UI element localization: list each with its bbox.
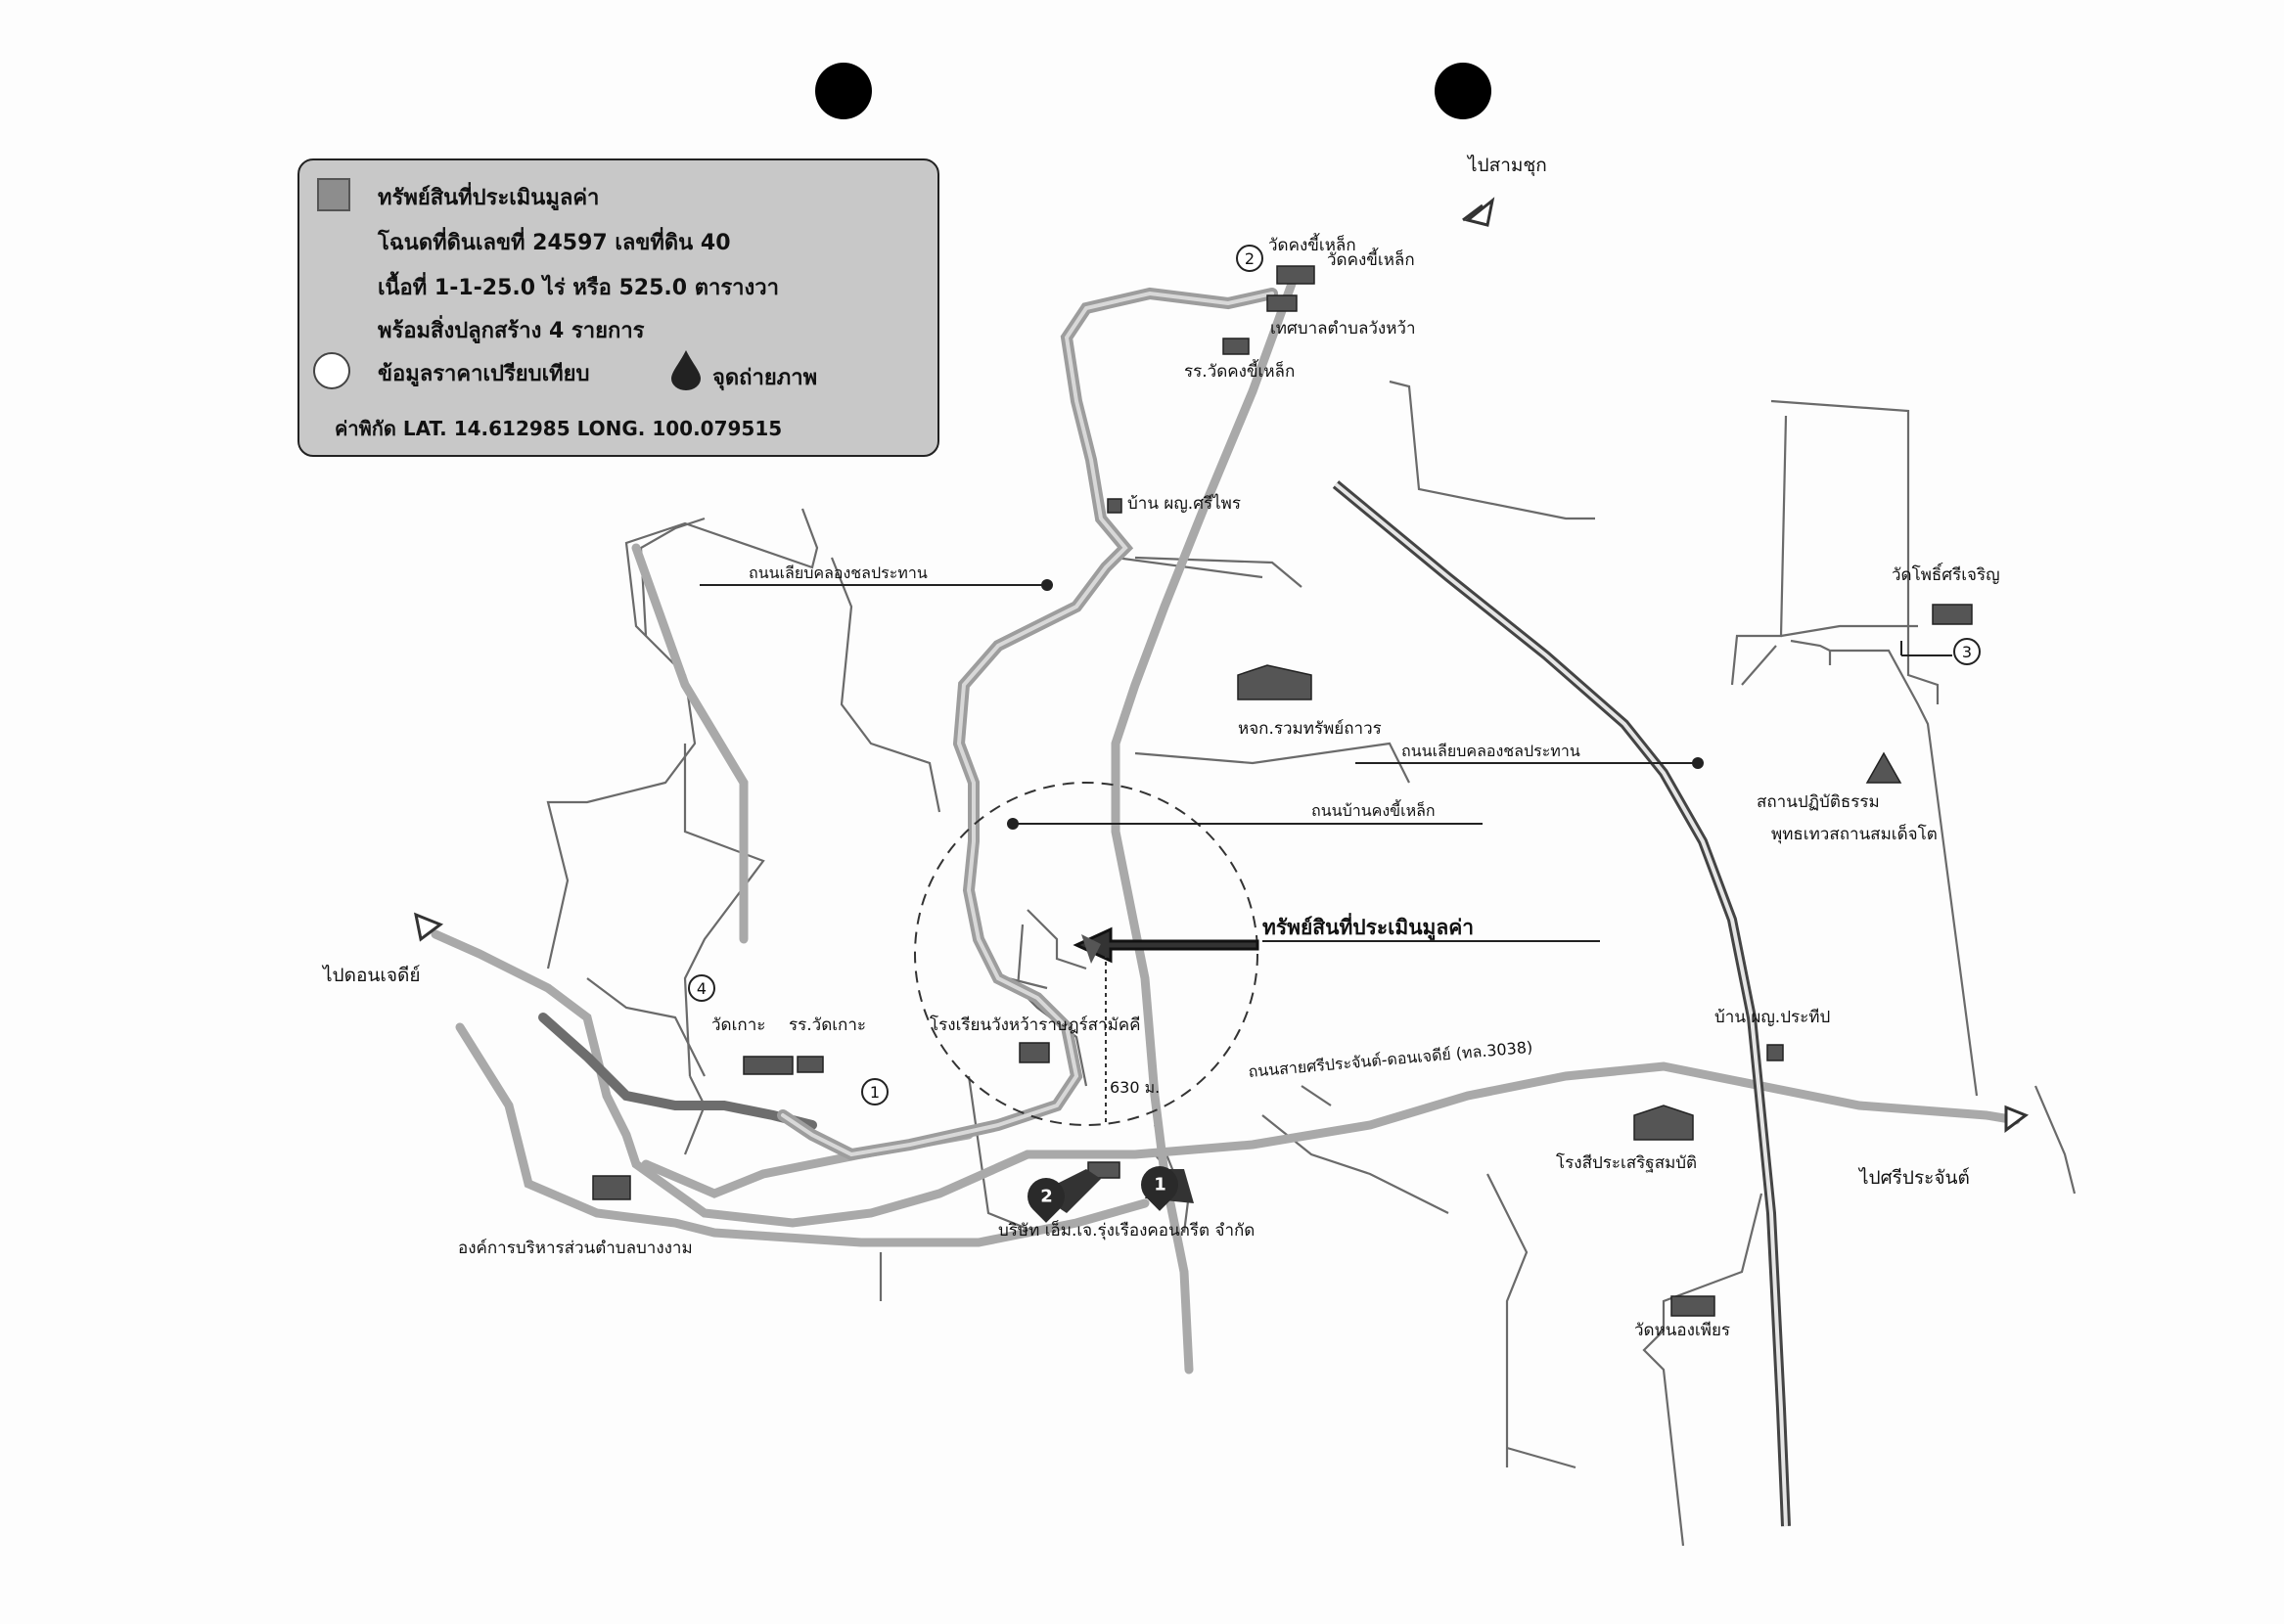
local-road [1780,624,1918,638]
local-road [830,557,941,813]
label-meditation-1: สถานปฏิบัติธรรม [1757,792,1880,812]
label-subject-callout: ทรัพย์สินที่ประเมินมูลค่า [1262,916,1475,939]
local-road [586,977,706,1077]
local-road [1389,380,1595,520]
house-icon-sriphrai [1107,498,1122,514]
punch-hole-right [1435,63,1491,119]
subject-legend-swatch [317,178,350,211]
label-wat-nong-phiat: วัดหนองเพียร [1634,1321,1731,1340]
local-road [683,1075,707,1155]
label-canal-road-1: ถนนเลียบคลองชลประทาน [749,564,928,582]
label-distance: 630 ม. [1110,1078,1161,1097]
school-khong-icon [1222,338,1250,355]
comparison-marker-3: 3 [1953,638,1981,665]
label-wat-pho-sri: วัดโพธิ์ศรีเจริญ [1892,565,2000,585]
wat-ko-icon [743,1056,794,1075]
photo-point-number: 1 [1153,1174,1166,1195]
wat-nong-phiat-icon [1670,1295,1715,1317]
label-school-khong-khilek: รร.วัดคงขี้เหล็ก [1184,362,1296,382]
punch-hole-left [815,63,872,119]
legend-comparison: ข้อมูลราคาเปรียบเทียบ [378,362,590,386]
label-to-samchuk: ไปสามชุก [1468,155,1547,176]
label-wat-khong-khilek-2: วัดคงขี้เหล็ก [1327,250,1415,270]
buddha-statue-icon [1865,751,1902,784]
local-road [1790,639,1979,1097]
label-warehouse: หจก.รวมทรัพย์ถาวร [1238,719,1382,739]
road-west-left [455,1022,1150,1247]
subject-marker [1081,934,1101,964]
label-ban-prathip: บ้าน ผญ.ประทีป [1714,1008,1831,1027]
arrow-to-don-chedi [413,912,444,942]
road-to-don-chedi [431,929,2021,1228]
comparison-marker-4: 4 [688,974,715,1002]
local-road [967,1075,1038,1235]
municipality-icon [1266,294,1298,312]
local-road [1016,924,1088,1087]
label-wat-ko: วัดเกาะ [711,1015,766,1035]
comparison-marker-1: 1 [861,1078,889,1105]
label-company: บริษัท เอ็ม.เจ.รุ่งเรืองคอนกรีต จำกัด [998,1221,1256,1241]
label-meditation-2: พุทธเทวสถานสมเด็จโต [1771,825,1938,844]
local-road [1115,556,1263,579]
legend-area: เนื้อที่ 1-1-25.0 ไร่ หรือ 525.0 ตารางวา [378,276,779,300]
radius-circle [914,782,1258,1126]
comparison-legend-icon [313,352,350,389]
legend-deed: โฉนดที่ดินเลขที่ 24597 เลขที่ดิน 40 [378,231,731,255]
label-school-wat-ko: รร.วัดเกาะ [789,1015,867,1035]
label-to-si-prachan: ไปศรีประจันต์ [1859,1167,1970,1189]
legend-buildings: พร้อมสิ่งปลูกสร้าง 4 รายการ [378,319,645,343]
photo-point-icon [671,350,701,390]
arrow-to-samchuk [1464,197,1495,227]
label-road-khong-khilek: ถนนบ้านคงขี้เหล็ก [1311,801,1436,820]
local-road [1642,1193,1763,1547]
legend-box: ทรัพย์สินที่ประเมินมูลค่า โฉนดที่ดินเลขท… [297,158,939,457]
local-road [1506,1446,1576,1469]
road-loop-west [631,543,749,944]
comparison-marker-2: 2 [1236,245,1263,272]
rice-mill-icon [1633,1105,1694,1141]
label-ban-sriphrai: บ้าน ผญ.ศรีไพร [1127,494,1242,514]
wat-pho-sri-icon [1932,604,1973,625]
school-wat-ko-icon [797,1056,824,1073]
local-road [1741,645,1777,686]
local-road [683,744,765,1077]
label-canal-road-2: ถนนเลียบคลองชลประทาน [1401,742,1580,760]
label-school-wangwa: โรงเรียนวังหว้าราษฎร์สามัคคี [930,1015,1141,1035]
local-road [1486,1173,1529,1467]
label-tao: องค์การบริหารส่วนตำบลบางงาม [458,1239,693,1258]
label-to-don-chedi: ไปดอนเจดีย์ [323,965,421,986]
dark-road-segment [538,1013,817,1130]
wat-khong-khilek-icon [1276,265,1315,285]
house-icon-prathip [1766,1044,1784,1061]
photo-point-number: 2 [1039,1186,1053,1207]
subject-arrow [1073,926,1259,964]
warehouse-icon [1237,664,1312,700]
legend-photo-point: จุดถ่ายภาพ [712,366,818,390]
local-road [1770,399,1940,704]
local-road [1301,1085,1332,1106]
company-icon [1087,1161,1120,1179]
legend-coords: ค่าพิกัด LAT. 14.612985 LONG. 100.079515 [335,417,783,440]
highway [1332,480,1791,1527]
label-rice-mill: โรงสีประเสริฐสมบัติ [1556,1153,1698,1173]
label-wat-khong-khilek: วัดคงขี้เหล็ก [1268,236,1356,255]
local-road [1027,909,1087,970]
tao-icon [592,1175,631,1200]
legend-subject: ทรัพย์สินที่ประเมินมูลค่า [378,186,600,210]
local-road [639,517,706,637]
arrow-to-si-prachan [2004,1105,2030,1133]
school-wangwa-icon [1019,1042,1050,1063]
local-road [2033,1085,2077,1195]
label-municipality: เทศบาลตำบลวังหว้า [1270,319,1416,338]
local-road [1730,415,1788,686]
